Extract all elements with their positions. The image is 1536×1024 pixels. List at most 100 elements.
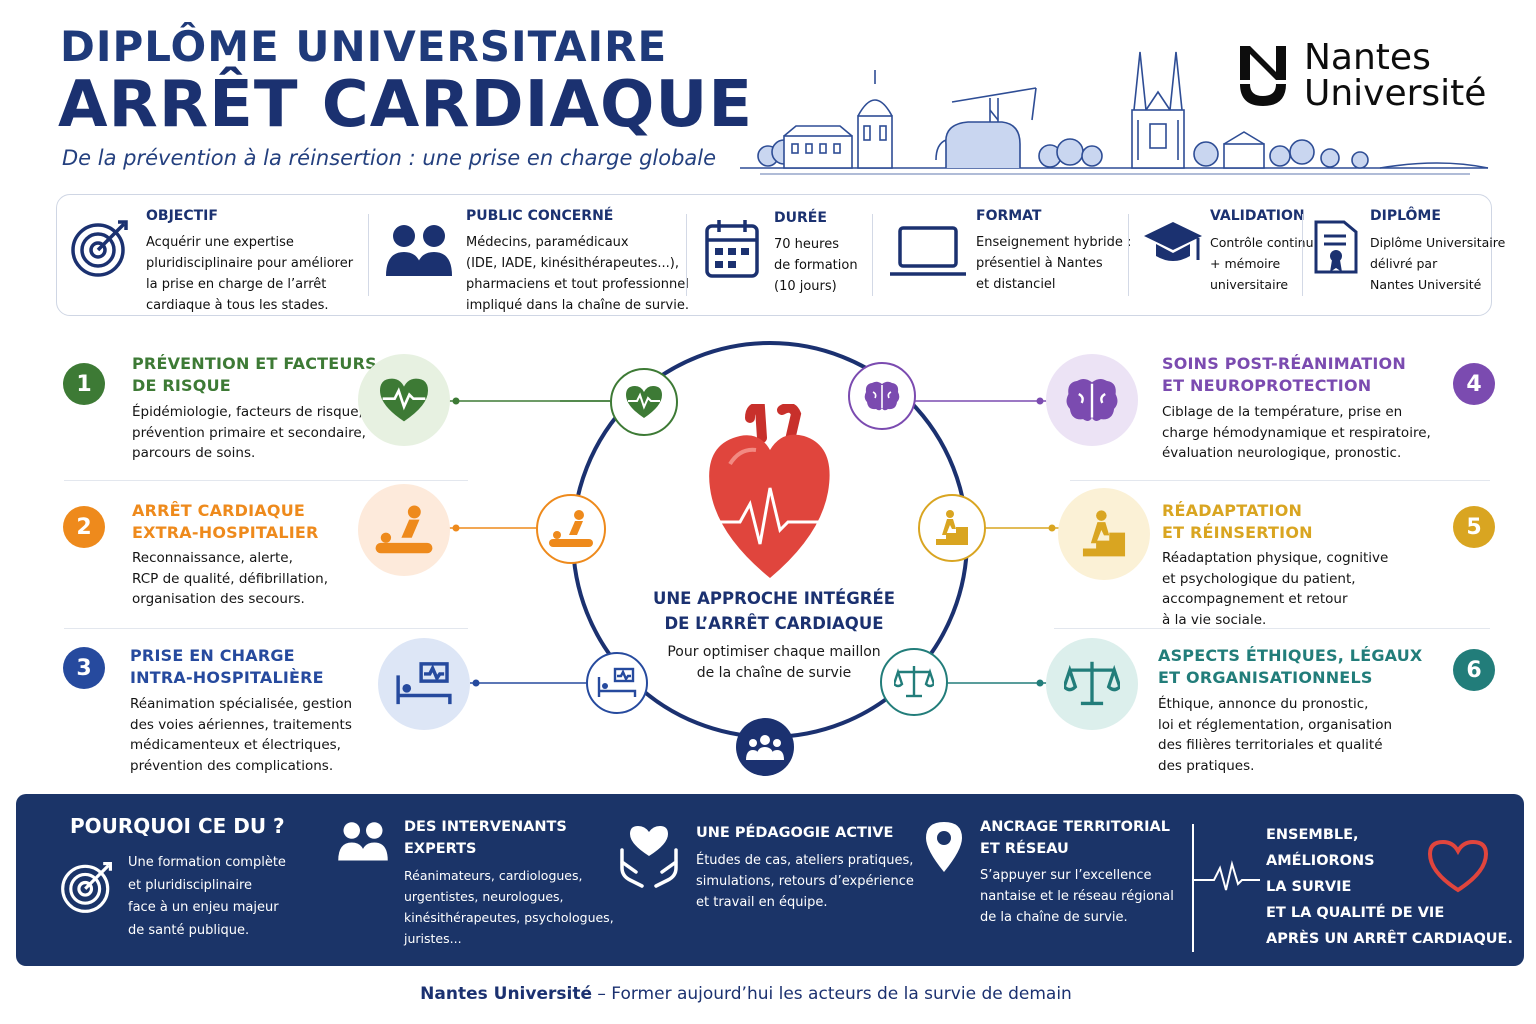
module-icon-circle xyxy=(358,484,450,576)
team-icon xyxy=(746,735,784,760)
info-title: OBJECTIF xyxy=(146,208,218,224)
module-number: 5 xyxy=(1453,506,1495,548)
why-item-text: S’appuyer sur l’excellence nantaise et l… xyxy=(980,868,1174,925)
ring-node-extra-hospitalier xyxy=(536,494,606,564)
info-text: Diplôme Universitaire délivré par Nantes… xyxy=(1370,235,1506,292)
info-validation: VALIDATION Contrôle continu + mémoire un… xyxy=(1210,208,1314,295)
band-separator xyxy=(1192,824,1194,952)
divider xyxy=(64,480,468,481)
module-icon-circle xyxy=(358,354,450,446)
info-text: Médecins, paramédicaux (IDE, IADE, kinés… xyxy=(466,235,689,313)
module-icon-circle xyxy=(378,638,470,730)
module-number: 4 xyxy=(1453,363,1495,405)
info-text: Contrôle continu + mémoire universitaire xyxy=(1210,235,1314,292)
title-line-2: ARRÊT CARDIAQUE xyxy=(58,68,754,142)
center-title: UNE APPROCHE INTÉGRÉE DE L’ARRÊT CARDIAQ… xyxy=(652,589,896,633)
nantes-universite-logo-icon xyxy=(1240,46,1286,106)
module-text: Réadaptation physique, cognitive et psyc… xyxy=(1162,550,1389,628)
logo-wordmark: Nantes Université xyxy=(1304,40,1486,112)
info-title: VALIDATION xyxy=(1210,208,1305,224)
module-title: SOINS POST-RÉANIMATION ET NEUROPROTECTIO… xyxy=(1162,354,1406,395)
laptop-icon xyxy=(890,226,966,276)
module-number: 3 xyxy=(63,647,105,689)
module-number: 2 xyxy=(63,506,105,548)
info-duree: DURÉE 70 heures de formation (10 jours) xyxy=(774,210,858,297)
module-title: ARRÊT CARDIAQUE EXTRA-HOSPITALIER xyxy=(132,501,319,542)
heart-pulse-icon xyxy=(380,378,428,422)
scales-icon xyxy=(894,666,934,698)
heart-illustration-icon xyxy=(704,404,836,578)
info-text: 70 heures de formation (10 jours) xyxy=(774,237,858,294)
subtitle: De la prévention à la réinsertion : une … xyxy=(62,146,717,170)
module-title: ASPECTS ÉTHIQUES, LÉGAUX ET ORGANISATION… xyxy=(1158,646,1423,687)
nantes-skyline-illustration xyxy=(740,51,1489,175)
heart-pulse-icon xyxy=(626,386,662,418)
center-text: Pour optimiser chaque maillon de la chaî… xyxy=(667,644,881,681)
info-public: PUBLIC CONCERNÉ Médecins, paramédicaux (… xyxy=(466,208,689,316)
divider xyxy=(1070,480,1490,481)
info-title: PUBLIC CONCERNÉ xyxy=(466,208,614,224)
ring-node-team xyxy=(736,718,794,776)
map-pin-icon xyxy=(926,822,962,872)
info-objectif: OBJECTIF Acquérir une expertise pluridis… xyxy=(146,208,353,316)
scales-icon xyxy=(1064,661,1120,706)
info-text: Acquérir une expertise pluridisciplinair… xyxy=(146,235,354,313)
hands-heart-icon xyxy=(620,826,678,888)
ring-node-prevention xyxy=(610,368,678,436)
module-text: Reconnaissance, alerte, RCP de qualité, … xyxy=(132,550,328,607)
logo-line-2: Université xyxy=(1304,73,1487,114)
experts-icon xyxy=(338,822,388,861)
calendar-icon xyxy=(705,220,759,278)
info-title: DIPLÔME xyxy=(1370,208,1441,224)
module-text: Épidémiologie, facteurs de risque, préve… xyxy=(132,404,366,461)
graduation-cap-icon xyxy=(1144,222,1202,261)
heart-outline-icon xyxy=(1427,839,1489,893)
ring-node-ethique xyxy=(880,648,948,716)
stairs-walker-icon xyxy=(1082,510,1126,557)
ring-node-readaptation xyxy=(918,494,986,562)
module-icon-circle xyxy=(1046,354,1138,446)
why-text: Une formation complète et pluridisciplin… xyxy=(128,855,286,938)
info-title: FORMAT xyxy=(976,208,1042,224)
info-separator xyxy=(1302,214,1303,296)
divider xyxy=(64,628,468,629)
info-title: DURÉE xyxy=(774,210,827,226)
why-title: POURQUOI CE DU ? xyxy=(70,814,285,838)
footer-tagline: – Former aujourd’hui les acteurs de la s… xyxy=(591,984,1072,1004)
module-icon-circle xyxy=(1046,638,1138,730)
module-text: Ciblage de la température, prise en char… xyxy=(1162,404,1431,461)
info-text: Enseignement hybride : présentiel à Nant… xyxy=(976,235,1132,292)
module-text: Éthique, annonce du pronostic, loi et ré… xyxy=(1158,696,1393,774)
module-number: 1 xyxy=(63,363,105,405)
ring-node-intra-hospitalier xyxy=(586,652,648,714)
info-format: FORMAT Enseignement hybride : présentiel… xyxy=(976,208,1131,295)
closing-message: ENSEMBLE, AMÉLIORONS LA SURVIE ET LA QUA… xyxy=(1266,827,1513,947)
info-strip xyxy=(56,194,1492,316)
info-separator xyxy=(686,214,687,296)
logo-line-1: Nantes xyxy=(1304,37,1431,78)
brain-icon xyxy=(864,381,900,411)
cpr-icon xyxy=(375,505,433,554)
footer: Nantes Université – Former aujourd’hui l… xyxy=(0,984,1492,1004)
module-number: 6 xyxy=(1453,649,1495,691)
why-item-title: ANCRAGE TERRITORIAL ET RÉSEAU xyxy=(980,819,1171,857)
divider xyxy=(1054,628,1490,629)
info-separator xyxy=(1128,214,1129,296)
why-item-title: DES INTERVENANTS EXPERTS xyxy=(404,819,567,857)
stairs-walker-icon xyxy=(936,510,968,545)
hospital-bed-icon xyxy=(396,662,452,705)
cpr-icon xyxy=(549,510,593,547)
hospital-bed-icon xyxy=(597,667,637,697)
brain-icon xyxy=(1066,378,1118,422)
info-diplome: DIPLÔME Diplôme Universitaire délivré pa… xyxy=(1370,208,1505,295)
title-line-1: DIPLÔME UNIVERSITAIRE xyxy=(60,22,668,71)
people-icon xyxy=(386,225,452,276)
diploma-icon xyxy=(1314,220,1358,274)
heartbeat-line-icon xyxy=(1194,860,1260,891)
module-title: RÉADAPTATION ET RÉINSERTION xyxy=(1162,501,1313,542)
ring-node-post-reanimation xyxy=(848,362,916,430)
why-band xyxy=(16,794,1524,966)
why-item-title: UNE PÉDAGOGIE ACTIVE xyxy=(696,825,894,841)
why-item-text: Réanimateurs, cardiologues, urgentistes,… xyxy=(404,868,614,946)
